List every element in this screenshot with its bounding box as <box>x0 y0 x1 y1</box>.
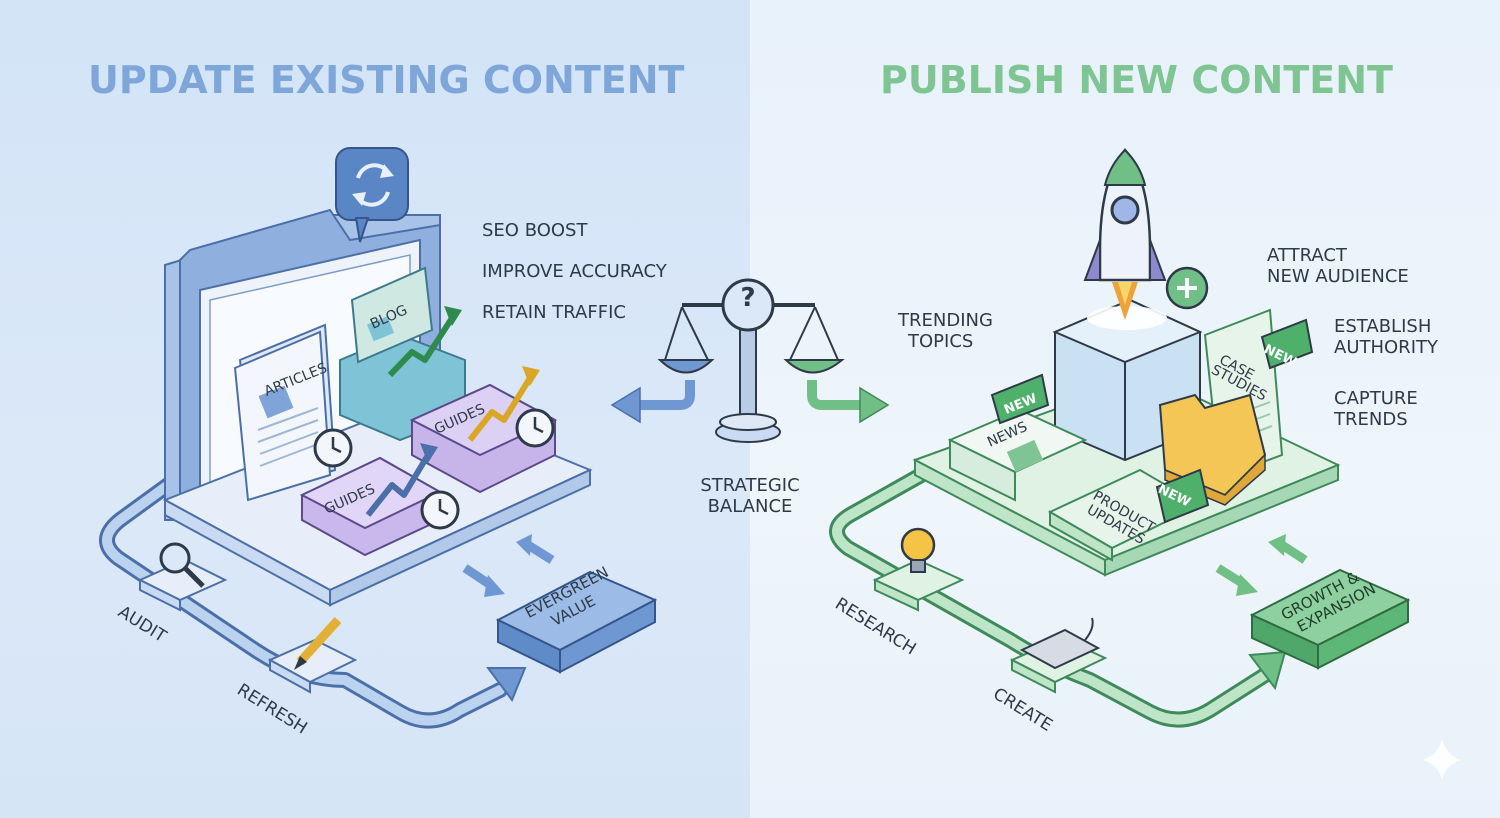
capture-line1: CAPTURE <box>1334 388 1418 409</box>
trending-topics-line1: TRENDING <box>898 310 993 331</box>
new-badge <box>990 318 1314 524</box>
pencil-icon <box>267 616 358 694</box>
right-title: PUBLISH NEW CONTENT <box>880 58 1393 102</box>
benefit-retain-traffic: RETAIN TRAFFIC <box>482 302 626 323</box>
benefit-seo-boost: SEO BOOST <box>482 220 588 241</box>
establish-line1: ESTABLISH <box>1334 316 1432 337</box>
establish-line2: AUTHORITY <box>1334 337 1438 358</box>
magnifier-icon <box>137 542 228 612</box>
left-title: UPDATE EXISTING CONTENT <box>88 58 685 102</box>
strategic-balance-line1: STRATEGIC <box>700 475 800 496</box>
benefit-improve-accuracy: IMPROVE ACCURACY <box>482 261 667 282</box>
sparkle-icon <box>1422 738 1462 780</box>
growth-arrows <box>1215 534 1308 596</box>
evergreen-arrows <box>462 534 555 597</box>
balance-scale <box>610 278 890 443</box>
clock-icon <box>313 408 555 530</box>
question-mark: ? <box>740 283 756 313</box>
keyboard-icon <box>1009 617 1108 694</box>
rocket-icon <box>1083 148 1167 320</box>
evergreen-value-box <box>495 570 658 674</box>
growth-arrow-icon <box>365 306 540 517</box>
capture-line2: TRENDS <box>1334 409 1408 430</box>
news-doc <box>947 408 1088 502</box>
strategic-balance-line2: BALANCE <box>707 496 793 517</box>
refresh-icon <box>335 147 409 243</box>
attract-line2: NEW AUDIENCE <box>1267 266 1409 287</box>
attract-line1: ATTRACT <box>1267 245 1347 266</box>
plus-icon <box>1165 266 1209 310</box>
lightbulb-icon <box>872 527 965 612</box>
trending-topics-line2: TOPICS <box>908 331 974 352</box>
growth-expansion-box <box>1249 568 1411 670</box>
articles-doc <box>233 323 337 502</box>
